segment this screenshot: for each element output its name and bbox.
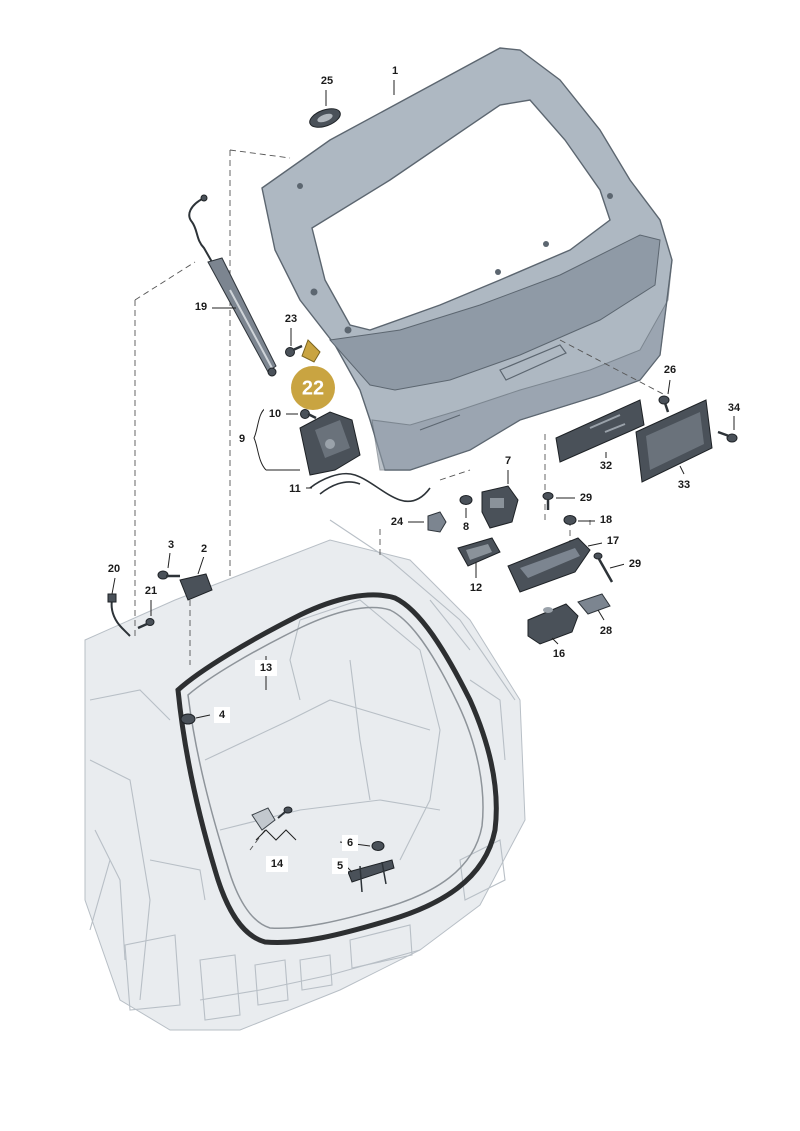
svg-text:17: 17 xyxy=(607,535,619,547)
tailgate-seal xyxy=(175,592,499,945)
highlight-badge-22[interactable]: 22 xyxy=(291,366,335,410)
callout-4[interactable]: 4 xyxy=(214,707,230,723)
callout-12[interactable]: 12 xyxy=(465,580,487,596)
callout-24[interactable]: 24 xyxy=(386,514,408,530)
svg-text:1: 1 xyxy=(392,65,398,77)
svg-text:9: 9 xyxy=(239,433,245,445)
svg-text:28: 28 xyxy=(600,625,612,637)
callout-21[interactable]: 21 xyxy=(140,583,162,599)
part-striker-14 xyxy=(251,806,293,831)
part-plate-mount-32 xyxy=(555,399,645,463)
callout-18[interactable]: 18 xyxy=(595,512,617,528)
svg-text:6: 6 xyxy=(347,837,353,849)
callout-16[interactable]: 16 xyxy=(548,646,570,662)
part-lock-7 xyxy=(481,485,519,529)
svg-text:10: 10 xyxy=(269,408,281,420)
part-nut-18 xyxy=(563,515,577,525)
vehicle-rear-body xyxy=(84,519,526,1031)
svg-text:16: 16 xyxy=(553,648,565,660)
callout-27[interactable]: 28 xyxy=(595,623,617,639)
part-handle-12 xyxy=(457,537,501,567)
svg-text:5: 5 xyxy=(337,860,343,872)
svg-text:13: 13 xyxy=(260,662,272,674)
svg-text:25: 25 xyxy=(321,75,333,87)
svg-text:8: 8 xyxy=(463,521,469,533)
part-screw-34 xyxy=(717,430,738,443)
callout-8[interactable]: 8 xyxy=(458,519,474,535)
callout-23[interactable]: 23 xyxy=(280,311,302,327)
svg-text:14: 14 xyxy=(271,858,284,870)
callout-6[interactable]: 6 xyxy=(342,835,358,851)
callout-10[interactable]: 10 xyxy=(264,406,286,422)
part-plate-holder-33 xyxy=(635,399,713,483)
leader-lines xyxy=(111,80,735,873)
part-bolt-3 xyxy=(157,570,180,580)
part-bracket-27 xyxy=(577,593,611,615)
part-gas-strut-19 xyxy=(188,194,277,377)
svg-text:18: 18 xyxy=(600,514,612,526)
callout-14[interactable]: 14 xyxy=(266,856,288,872)
part-nut-6 xyxy=(371,841,385,851)
svg-text:29: 29 xyxy=(580,492,592,504)
part-bracket-22 xyxy=(301,339,321,363)
part-stud-28 xyxy=(593,552,614,583)
svg-text:7: 7 xyxy=(505,455,511,467)
callout-13[interactable]: 13 xyxy=(255,660,277,676)
part-lock-actuator-9 xyxy=(299,411,361,476)
svg-text:4: 4 xyxy=(219,709,226,721)
part-grommet-25 xyxy=(309,108,341,128)
callout-34[interactable]: 34 xyxy=(723,400,745,416)
part-nut-8 xyxy=(459,495,473,505)
callout-2[interactable]: 2 xyxy=(196,541,212,557)
part-bolt-10 xyxy=(300,409,317,420)
svg-text:3: 3 xyxy=(168,539,174,551)
svg-text:21: 21 xyxy=(145,585,157,597)
part-handle-trim-17 xyxy=(507,537,591,593)
callout-9[interactable]: 9 xyxy=(234,431,250,447)
svg-text:22: 22 xyxy=(302,377,324,399)
svg-text:26: 26 xyxy=(664,364,676,376)
part-clip-24 xyxy=(427,511,447,533)
callout-17[interactable]: 17 xyxy=(602,533,624,549)
callout-7[interactable]: 7 xyxy=(500,453,516,469)
svg-text:24: 24 xyxy=(391,516,404,528)
part-cable-11 xyxy=(309,472,431,503)
callout-26[interactable]: 26 xyxy=(659,362,681,378)
assembly-lines xyxy=(134,149,666,851)
svg-text:11: 11 xyxy=(289,483,301,495)
svg-text:20: 20 xyxy=(108,563,120,575)
callout-32[interactable]: 32 xyxy=(595,458,617,474)
callout-3[interactable]: 3 xyxy=(163,537,179,553)
svg-text:29: 29 xyxy=(629,558,641,570)
callout-33[interactable]: 33 xyxy=(673,477,695,493)
svg-text:2: 2 xyxy=(201,543,207,555)
svg-text:32: 32 xyxy=(600,460,612,472)
svg-text:12: 12 xyxy=(470,582,482,594)
part-striker-2 xyxy=(179,573,213,601)
callout-11[interactable]: 11 xyxy=(284,481,306,497)
callout-28[interactable]: 29 xyxy=(624,556,646,572)
callout-29[interactable]: 29 xyxy=(575,490,597,506)
part-screw-29 xyxy=(542,492,554,510)
callout-25[interactable]: 25 xyxy=(316,73,338,89)
tailgate-panel xyxy=(261,47,673,471)
callout-labels: 1 25 19 23 10 9 11 7 24 8 29 18 17 12 29… xyxy=(103,63,745,874)
svg-text:33: 33 xyxy=(678,479,690,491)
parts xyxy=(107,108,738,893)
part-screw-23 xyxy=(285,344,303,357)
svg-text:34: 34 xyxy=(728,402,741,414)
callout-19[interactable]: 19 xyxy=(190,299,212,315)
callout-1[interactable]: 1 xyxy=(386,63,404,79)
part-screw-21 xyxy=(137,618,155,630)
part-buffer-4 xyxy=(180,713,196,725)
svg-text:19: 19 xyxy=(195,301,207,313)
callout-5[interactable]: 5 xyxy=(332,858,348,874)
part-bracket-5 xyxy=(347,859,395,893)
callout-20[interactable]: 20 xyxy=(103,561,125,577)
part-screw-26 xyxy=(658,395,670,413)
svg-text:23: 23 xyxy=(285,313,297,325)
part-unit-16 xyxy=(527,603,579,645)
